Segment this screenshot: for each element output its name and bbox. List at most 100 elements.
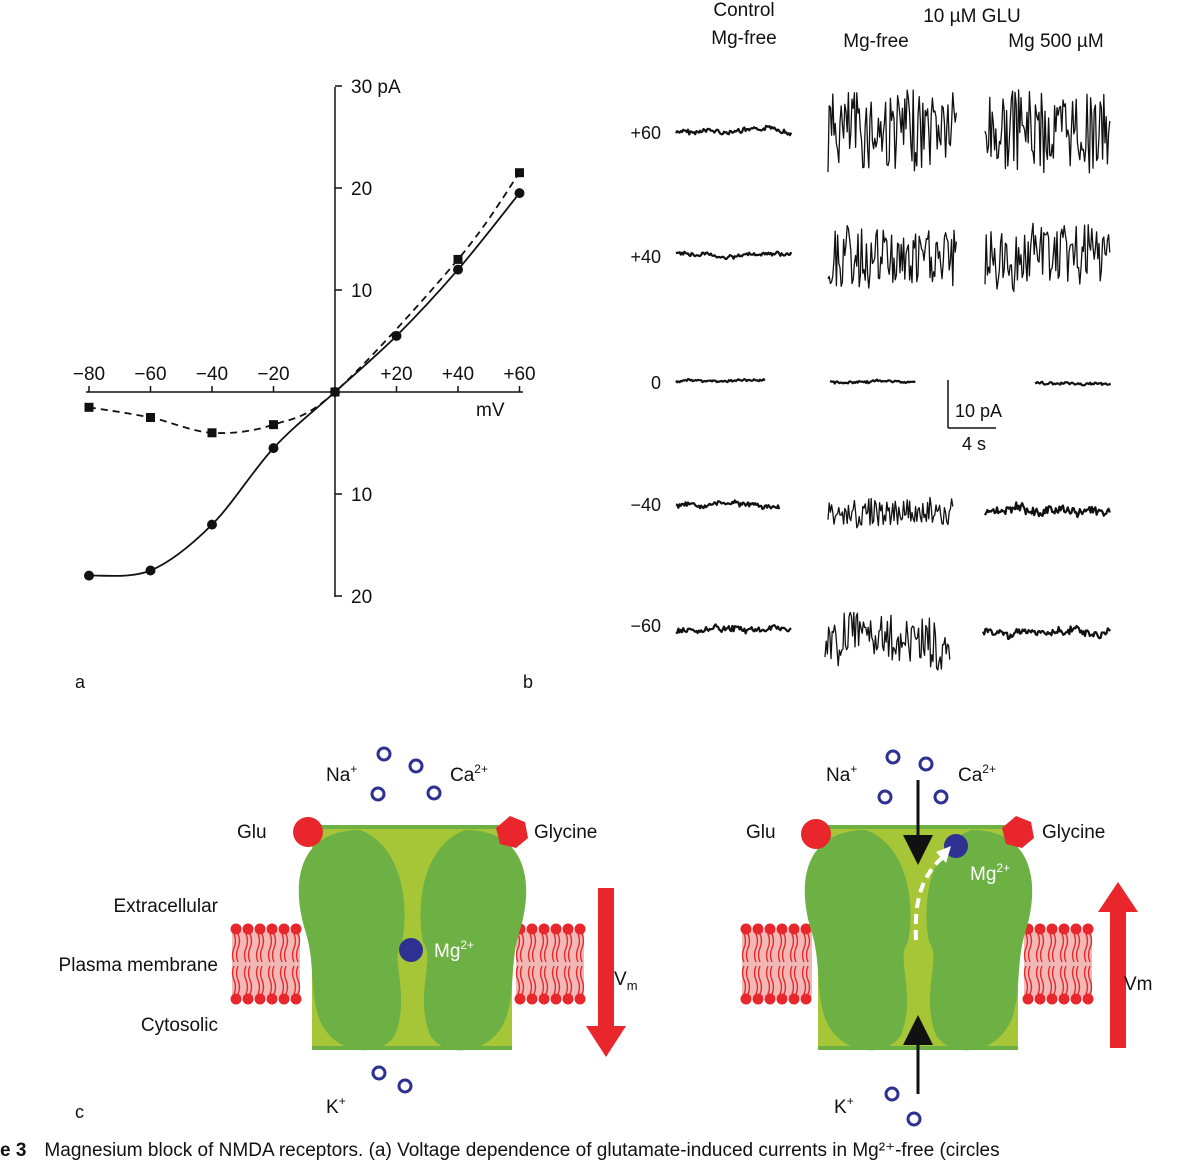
- data-point-square: [515, 168, 524, 178]
- data-point-square: [207, 428, 217, 438]
- subunit-right: [926, 830, 1033, 1051]
- mg-ion-blocking: [399, 938, 423, 962]
- glu-label-left: Glu: [237, 822, 267, 843]
- mg-ion-expelled: [944, 834, 968, 858]
- receptor-blocked: Mg2+ Na+ Ca2+ Glu Glycine K+ Vm: [229, 746, 638, 1118]
- glycine-label-left: Glycine: [534, 822, 597, 843]
- mg-exit-path: [913, 854, 946, 941]
- column-control-line2: Mg-free: [711, 28, 776, 49]
- column-mgfree: Mg-free: [843, 31, 908, 52]
- series-line-dashed: [88, 172, 521, 434]
- glycine-binding-site: [496, 816, 528, 848]
- x-tick-label: −80: [73, 364, 105, 385]
- current-trace: [675, 499, 781, 510]
- membrane-core: [742, 931, 812, 997]
- vm-label-right: Vm: [1124, 974, 1153, 995]
- current-trace: [827, 496, 954, 529]
- column-control-line1: Control: [713, 0, 774, 21]
- mg-label-right: Mg2+: [970, 861, 1010, 885]
- current-trace: [675, 124, 793, 137]
- panel-c-schematic: c Mg2+ Na+ Ca2+ Glu Glycine: [59, 746, 1153, 1127]
- membrane-core: [1024, 931, 1092, 997]
- data-point-square: [330, 387, 340, 397]
- data-point-circle: [145, 565, 156, 576]
- row-label-plus40: +40: [630, 247, 661, 267]
- vm-arrow-up: [1098, 882, 1138, 1048]
- glycine-binding-site: [1002, 816, 1034, 848]
- glu-label-right: Glu: [746, 822, 776, 843]
- membrane-right-outer: [739, 922, 813, 1006]
- y-tick-label: 10: [351, 485, 372, 506]
- data-point-square: [146, 413, 155, 422]
- subunit-left: [804, 830, 911, 1051]
- scale-bar: 10 pA 4 s: [947, 380, 1002, 454]
- membrane-left-inner: [513, 922, 587, 1006]
- membrane-core: [516, 931, 584, 997]
- caption-label: e 3: [0, 1140, 27, 1161]
- k-label-left: K+: [326, 1094, 346, 1118]
- ions-bottom-left: [371, 1065, 413, 1094]
- glu-header: 10 µM GLU: [923, 6, 1021, 27]
- plasma-membrane-label: Plasma membrane: [59, 955, 218, 976]
- panel-b-traces: Control Mg-free 10 µM GLU Mg-free Mg 500…: [630, 0, 1112, 671]
- membrane-right-inner: [1021, 922, 1095, 1006]
- cytosolic-label: Cytosolic: [141, 1015, 218, 1036]
- trace-group: [675, 89, 1112, 671]
- data-point-square: [269, 420, 278, 430]
- x-tick-label: +40: [442, 364, 474, 385]
- data-point-circle: [207, 519, 217, 530]
- current-trace: [1034, 380, 1112, 387]
- glu-binding-site: [801, 819, 831, 849]
- y-axis-ticks: 30 pA 20 10 10 20: [335, 77, 401, 608]
- vm-label-left: Vm: [614, 969, 638, 993]
- column-mg500: Mg 500 µM: [1008, 31, 1103, 52]
- current-trace: [675, 250, 793, 261]
- membrane-core: [232, 931, 300, 997]
- panel-c-label: c: [75, 1102, 84, 1122]
- y-tick-label: 20: [351, 179, 372, 200]
- row-label-0: 0: [651, 373, 661, 393]
- row-label-plus60: +60: [630, 123, 661, 143]
- membrane-left-outer: [229, 922, 303, 1006]
- current-trace: [981, 624, 1112, 641]
- current-trace: [675, 623, 792, 635]
- current-trace: [827, 89, 958, 173]
- y-tick-label: 20: [351, 587, 372, 608]
- x-axis-unit: mV: [476, 400, 505, 421]
- y-tick-label: 30 pA: [351, 77, 401, 98]
- current-trace: [829, 378, 916, 385]
- ions-top-right: [877, 749, 949, 805]
- x-tick-label: +20: [380, 364, 412, 385]
- current-trace: [827, 224, 958, 289]
- subunit-right: [420, 830, 527, 1051]
- data-point-circle: [268, 443, 279, 454]
- na-label-right: Na+: [826, 762, 857, 786]
- caption-text: Magnesium block of NMDA receptors. (a) V…: [44, 1140, 1000, 1161]
- current-trace: [824, 611, 951, 671]
- row-label-minus60: −60: [630, 616, 661, 636]
- extracellular-label: Extracellular: [113, 896, 218, 917]
- current-trace: [984, 89, 1111, 174]
- figure-caption: e 3 Magnesium block of NMDA receptors. (a…: [0, 1140, 1192, 1162]
- y-tick-label: 10: [351, 281, 372, 302]
- x-tick-label: −60: [134, 364, 166, 385]
- receptor-open: Mg2+ Na+ Ca2+ Glu Glycine K+: [739, 749, 1153, 1127]
- mg-label-left: Mg2+: [434, 938, 474, 962]
- ions-top-left: [370, 746, 442, 802]
- data-point-circle: [514, 188, 525, 199]
- data-point-circle: [391, 330, 402, 341]
- data-series-group: [84, 168, 525, 581]
- current-trace: [675, 378, 766, 384]
- vm-arrow-down: [586, 888, 626, 1057]
- scale-time-label: 4 s: [962, 434, 986, 454]
- x-axis-ticks: −80−60−40−20+20+40+60: [73, 364, 536, 392]
- data-point-circle: [84, 570, 94, 581]
- subunit-left: [298, 830, 405, 1051]
- panel-a-label: a: [75, 672, 86, 692]
- data-point-square: [453, 254, 463, 264]
- data-point-circle: [453, 264, 463, 275]
- row-label-minus40: −40: [630, 495, 661, 515]
- ions-bottom-right: [884, 1086, 922, 1127]
